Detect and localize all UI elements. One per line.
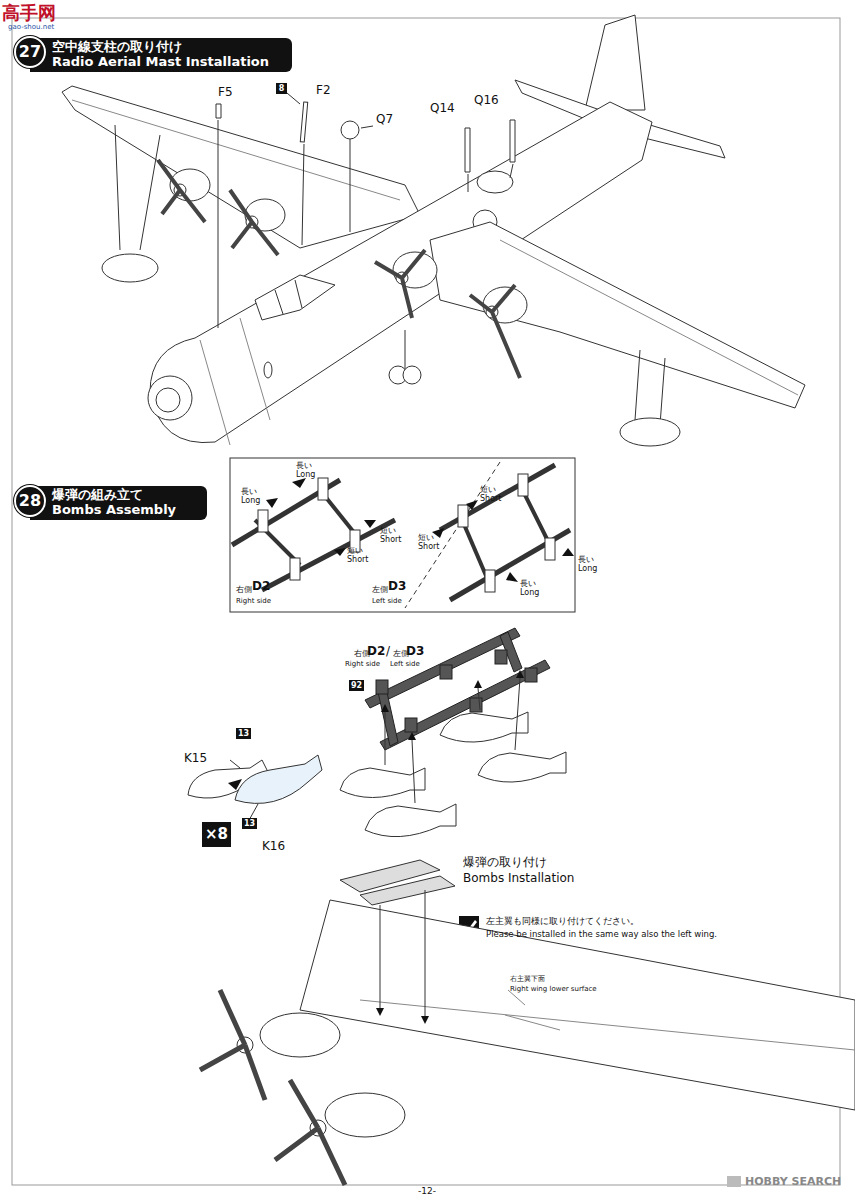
paint-number: 13	[242, 818, 257, 829]
part-label: 長い	[241, 488, 257, 497]
paint-number: 92	[349, 680, 364, 691]
part-label: Short	[347, 556, 368, 565]
part-label: K16	[262, 840, 285, 853]
part-label: D3	[406, 645, 424, 658]
part-label: -12-	[418, 1187, 436, 1197]
step-title: 空中線支柱の取り付けRadio Aerial Mast Installation	[30, 38, 292, 72]
part-label: Q14	[430, 102, 455, 115]
node-text: 28	[19, 492, 41, 510]
part-label: /	[386, 645, 390, 658]
part-label: F2	[316, 84, 331, 97]
part-label: 右主翼下面	[510, 976, 545, 984]
part-label: Short	[480, 495, 501, 504]
node-text: 13	[244, 819, 255, 828]
node-text: Bombs Assembly	[52, 503, 199, 518]
part-label: 左側	[372, 586, 388, 595]
part-label: Please be installed in the same way also…	[486, 930, 717, 939]
paint-number: 13	[236, 728, 251, 739]
part-label: 短い	[480, 486, 496, 495]
node-text: ×8	[205, 826, 228, 843]
node-text: 8	[278, 84, 285, 93]
node-text: Radio Aerial Mast Installation	[52, 55, 284, 70]
part-label: 短い	[380, 527, 396, 536]
part-label: 高手网	[2, 3, 56, 23]
part-label: 長い	[578, 556, 594, 565]
part-label: D3	[388, 580, 406, 593]
node-text: 92	[351, 681, 362, 690]
node-text: 空中線支柱の取り付け	[52, 40, 284, 55]
part-label: K15	[184, 752, 207, 765]
part-label: Long	[241, 497, 260, 506]
node-text: 爆弾の組み立て	[52, 488, 199, 503]
part-label: D2	[367, 645, 385, 658]
part-label: D2	[252, 580, 270, 593]
part-label: F5	[218, 86, 233, 99]
part-label: Q7	[376, 113, 393, 126]
node-text: 13	[238, 729, 249, 738]
part-label: Long	[520, 589, 539, 598]
part-label: gao-shou.net	[8, 24, 54, 32]
part-label: Right wing lower surface	[510, 986, 597, 994]
step-number: 28	[14, 485, 46, 517]
part-label: Long	[578, 565, 597, 574]
paint-number: 8	[276, 83, 287, 94]
node-text: 27	[19, 43, 41, 61]
part-label: 左主翼も同様に取り付けてください。	[486, 917, 639, 926]
quantity-box: ×8	[202, 822, 231, 847]
part-label: Right side	[236, 598, 271, 606]
part-label: 長い	[296, 462, 312, 471]
part-label: Long	[296, 471, 315, 480]
part-label: Left side	[372, 598, 402, 606]
part-label: Q16	[474, 94, 499, 107]
part-label: Short	[418, 543, 439, 552]
part-label: Left side	[390, 661, 420, 669]
step-title: 爆弾の組み立てBombs Assembly	[30, 486, 207, 520]
part-label: 長い	[520, 580, 536, 589]
part-label: Bombs Installation	[463, 872, 574, 885]
part-label: 爆弾の取り付け	[463, 856, 547, 869]
part-label: Right side	[345, 661, 380, 669]
part-label: 短い	[418, 534, 434, 543]
part-label: 右側	[236, 586, 252, 595]
step-number: 27	[14, 36, 46, 68]
part-label: HOBBY SEARCH	[745, 1176, 841, 1188]
part-label: 短い	[347, 547, 363, 556]
part-label: Short	[380, 536, 401, 545]
